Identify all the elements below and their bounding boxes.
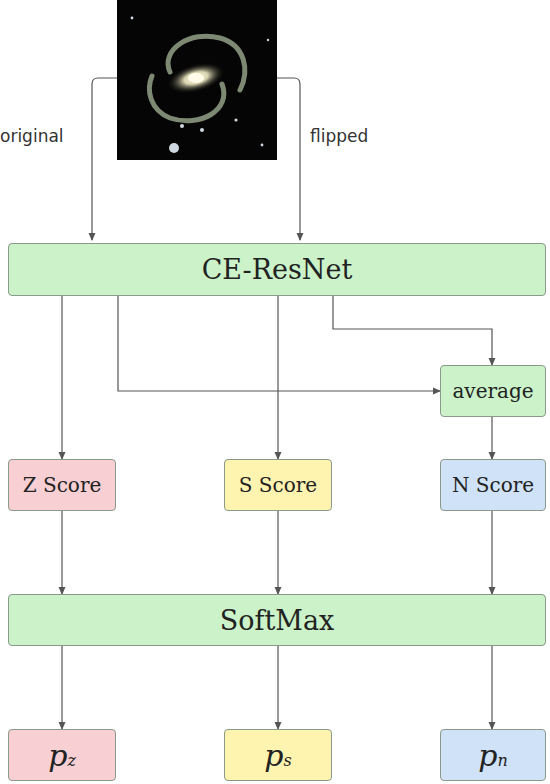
output-probability: pz [48, 738, 76, 773]
process-box: SoftMax [8, 594, 546, 646]
process-box: ps [224, 729, 332, 781]
box-label: N Score [452, 473, 534, 497]
flow-arrow [277, 296, 278, 459]
flow-arrow [491, 646, 492, 729]
process-box: CE-ResNet [8, 243, 546, 296]
flow-arrow [118, 296, 440, 391]
stars [131, 17, 270, 153]
box-label: S Score [239, 473, 317, 497]
flow-arrow [61, 646, 62, 729]
output-probability: ps [264, 738, 291, 773]
input-label: flipped [310, 126, 368, 146]
flow-arrow [277, 511, 278, 594]
process-box: average [440, 365, 546, 417]
flow-arrow [61, 511, 62, 594]
input-label: original [0, 126, 64, 146]
box-label: CE-ResNet [202, 254, 353, 285]
process-box: N Score [440, 459, 546, 511]
flow-arrow [277, 646, 278, 729]
input-arrow [92, 78, 117, 240]
flow-arrow [491, 417, 492, 459]
flow-arrow [61, 296, 62, 459]
input-arrow [277, 78, 300, 240]
flow-arrow [491, 511, 492, 594]
box-label: Z Score [23, 473, 102, 497]
process-box: pn [440, 729, 546, 781]
process-box: Z Score [8, 459, 116, 511]
box-label: average [452, 379, 533, 403]
flow-arrow [333, 296, 492, 365]
box-label: SoftMax [220, 605, 335, 636]
galaxy-arms [149, 36, 244, 121]
process-box: pz [8, 729, 116, 781]
output-probability: pn [478, 738, 508, 773]
process-box: S Score [224, 459, 332, 511]
galaxy-image [117, 0, 277, 160]
